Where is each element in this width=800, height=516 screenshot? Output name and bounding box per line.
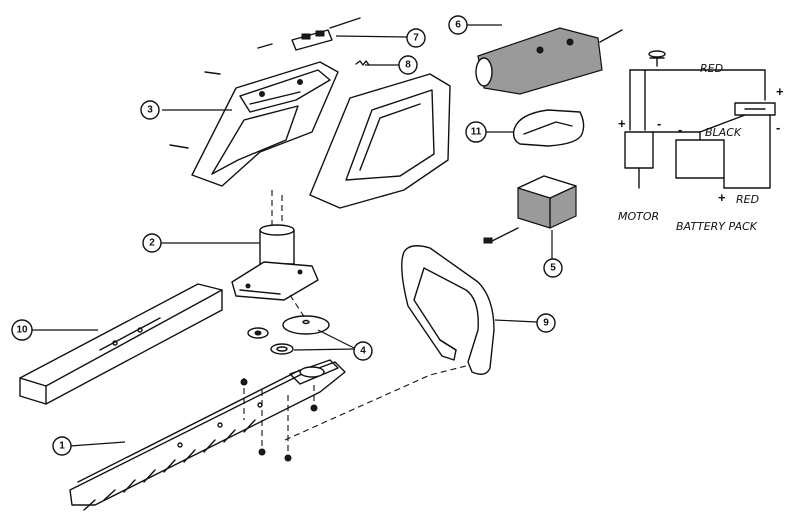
spring <box>355 60 370 66</box>
callout-3: 3 <box>140 100 160 120</box>
battery-minus: - <box>678 122 682 137</box>
svg-text:4: 4 <box>360 346 366 357</box>
wiring-schematic: RED BLACK RED MOTOR BATTERY PACK + - - +… <box>618 50 784 233</box>
svg-text:11: 11 <box>471 127 482 138</box>
svg-text:7: 7 <box>413 33 419 44</box>
motor-minus: - <box>657 116 661 131</box>
callout-6: 6 <box>448 15 468 35</box>
wire-label-red-bottom: RED <box>736 193 759 206</box>
blade-cover <box>19 283 223 405</box>
motor-label: MOTOR <box>618 210 659 223</box>
callout-4: 4 <box>353 341 373 361</box>
motor-mount <box>231 190 319 319</box>
callout-11: 11 <box>465 121 487 143</box>
handle-half <box>169 43 339 187</box>
end-cap <box>512 109 585 147</box>
callout-9: 9 <box>536 313 556 333</box>
svg-text:8: 8 <box>405 60 411 71</box>
blade-screws <box>240 378 318 462</box>
callout-2: 2 <box>142 233 162 253</box>
handle-guard <box>401 245 495 375</box>
blade-assembly <box>69 359 346 511</box>
callout-7: 7 <box>406 28 426 48</box>
gear-set <box>247 315 330 355</box>
callout-10: 10 <box>11 319 33 341</box>
leader-lines <box>30 24 553 447</box>
wire-label-red-top: RED <box>700 62 723 75</box>
svg-text:3: 3 <box>147 105 153 116</box>
switch-plus: + <box>776 84 784 99</box>
assembly-dashed-line <box>284 364 471 441</box>
switch <box>291 17 361 51</box>
wire-label-black: BLACK <box>705 126 742 139</box>
callout-5: 5 <box>543 258 563 278</box>
motor <box>475 27 623 95</box>
handle-half-outer <box>309 73 451 209</box>
svg-text:5: 5 <box>550 263 556 274</box>
callout-8: 8 <box>398 55 418 75</box>
battery-plus: + <box>718 190 726 205</box>
battery-pack <box>483 175 577 244</box>
battery-pack-label: BATTERY PACK <box>676 220 758 233</box>
svg-text:6: 6 <box>455 20 461 31</box>
svg-text:10: 10 <box>16 325 28 336</box>
svg-text:9: 9 <box>543 318 549 329</box>
motor-plus: + <box>618 116 626 131</box>
svg-text:2: 2 <box>149 238 155 249</box>
callout-1: 1 <box>52 436 72 456</box>
switch-minus: - <box>776 120 780 135</box>
svg-text:1: 1 <box>59 441 65 452</box>
